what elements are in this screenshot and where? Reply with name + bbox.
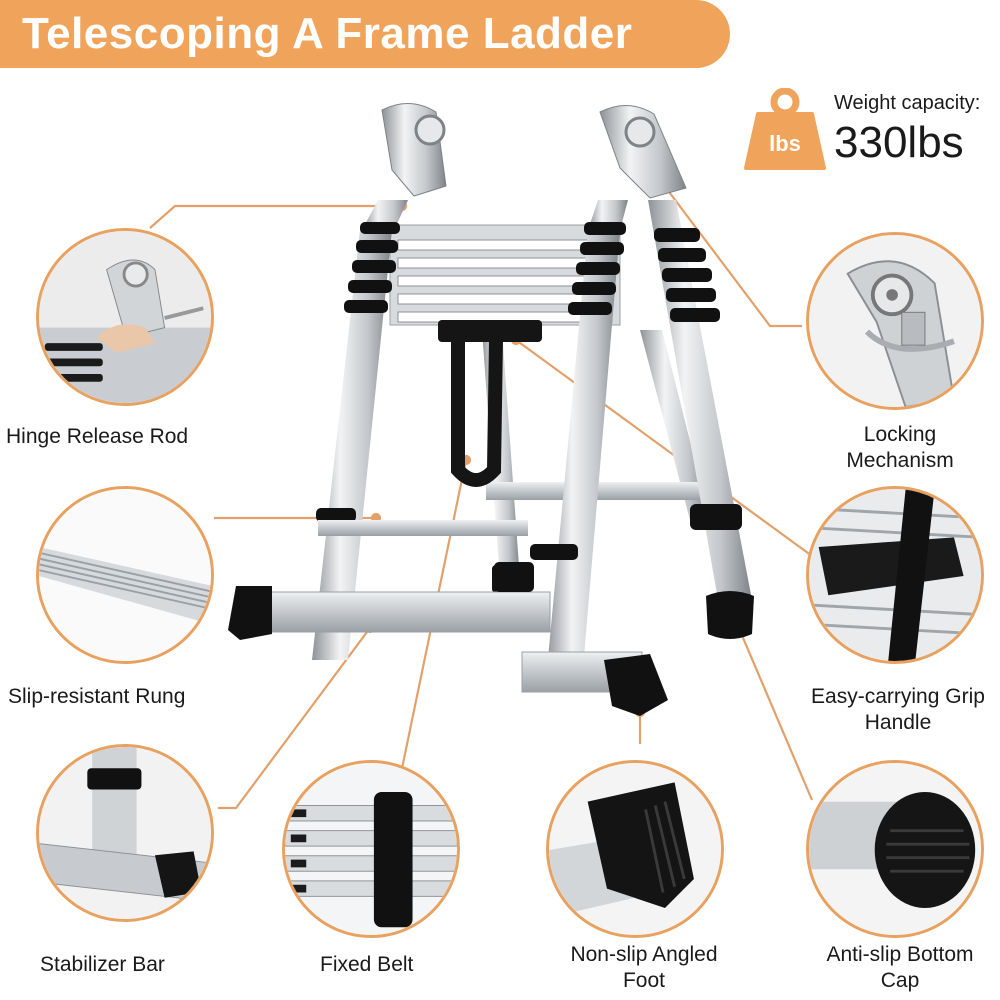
weight-icon: lbs — [744, 87, 826, 172]
locking-mechanism-detail — [806, 232, 984, 410]
hinges — [381, 103, 687, 199]
angled-foot-text: Non-slip Angled Foot — [570, 943, 718, 992]
page-title: Telescoping A Frame Ladder — [22, 9, 633, 58]
slip-resistant-rung-detail — [36, 486, 214, 664]
title-banner: Telescoping A Frame Ladder — [0, 0, 730, 68]
grip-handle-text: Easy-carrying Grip Handle — [811, 685, 985, 734]
feet — [228, 562, 754, 716]
capacity-value: 330lbs — [834, 118, 964, 167]
angled-foot-detail — [546, 760, 724, 938]
grip-handle-label: Easy-carrying Grip Handle — [800, 684, 996, 736]
fixed-belt-detail — [282, 760, 460, 938]
stabilizer-bar-label: Stabilizer Bar — [40, 953, 165, 976]
bottom-cap-detail — [806, 760, 984, 938]
back-legs — [482, 330, 726, 593]
bottom-cap-label: Anti-slip Bottom Cap — [820, 942, 980, 994]
locking-mechanism-text: Locking Mechanism — [846, 423, 954, 472]
bottom-cap-text: Anti-slip Bottom Cap — [826, 943, 974, 992]
grip-handle-detail — [806, 486, 984, 664]
hinge-release-rod-detail — [36, 228, 214, 406]
stabilizer-bar-detail — [36, 744, 214, 922]
capacity-label: Weight capacity: — [834, 92, 981, 114]
slip-resistant-rung-label: Slip-resistant Rung — [8, 685, 186, 708]
angled-foot-label: Non-slip Angled Foot — [564, 942, 724, 994]
locking-mechanism-label: Locking Mechanism — [820, 422, 980, 474]
connector-lines — [149, 142, 835, 810]
hinge-release-rod-label: Hinge Release Rod — [6, 425, 189, 448]
weight-icon-text: lbs — [769, 131, 801, 156]
fixed-belt-label: Fixed Belt — [320, 953, 414, 976]
